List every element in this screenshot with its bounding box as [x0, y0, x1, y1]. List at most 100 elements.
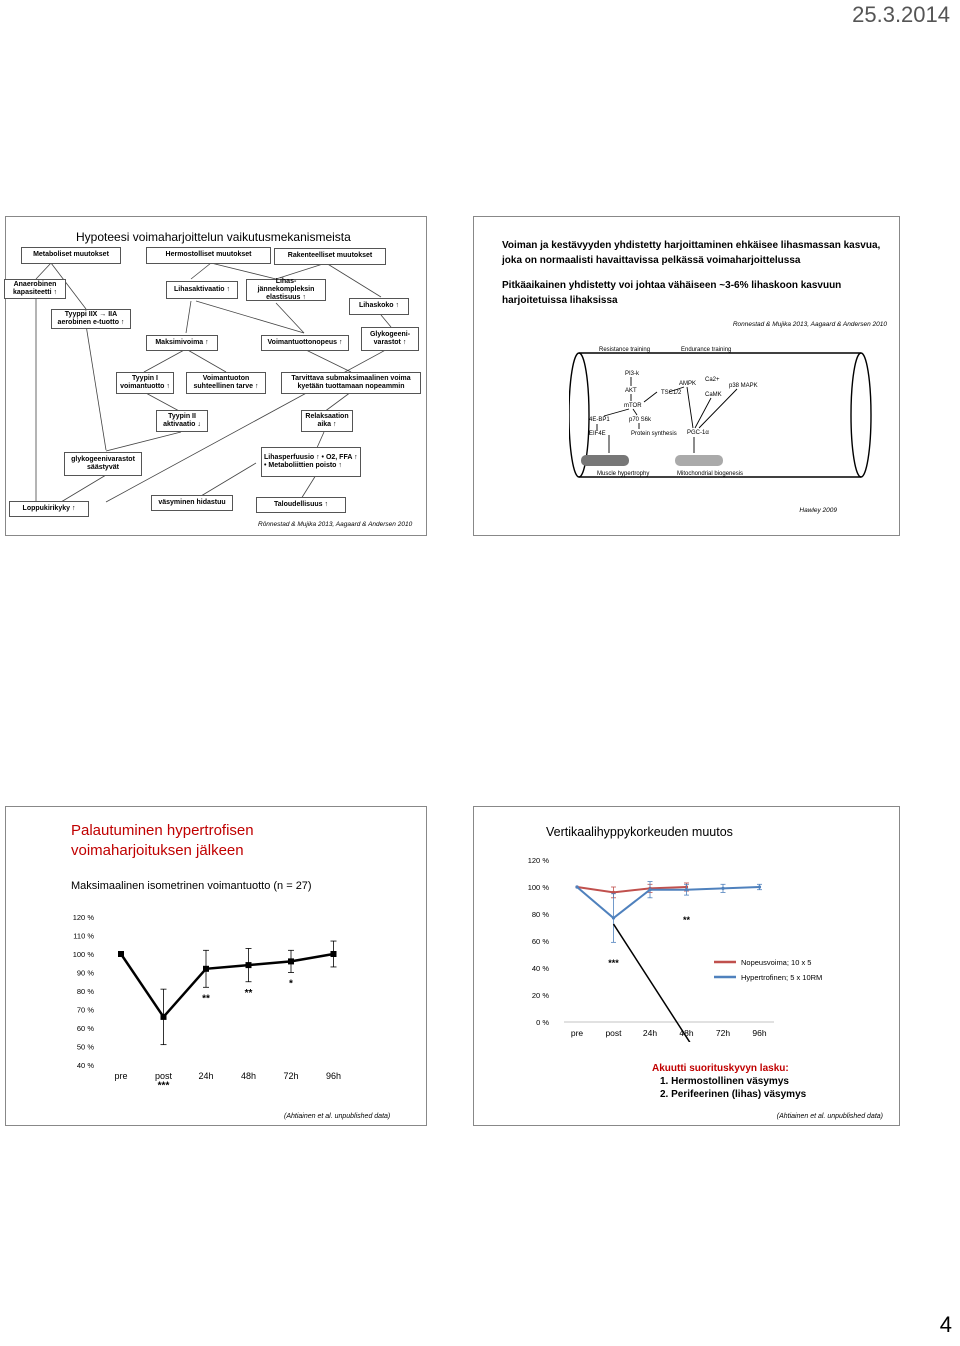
y-tick-label: 100 %	[73, 950, 95, 959]
box-lihaskoko: Lihaskoko ↑	[349, 298, 409, 315]
y-tick-label: 120 %	[73, 913, 95, 922]
slide3-reference: (Ahtiainen et al. unpublished data)	[284, 1113, 391, 1120]
data-point	[288, 958, 294, 965]
y-tick-label: 110 %	[73, 932, 94, 941]
y-tick-label: 70 %	[77, 1006, 94, 1015]
isometric-chart: 40 %50 %60 %70 %80 %90 %100 %110 %120 %p…	[73, 913, 341, 1087]
series-line	[119, 952, 334, 1019]
box-taloudellisuus: Taloudellisuus ↑	[256, 497, 346, 513]
slide4-title: Vertikaalihyppykorkeuden muutos	[546, 825, 733, 839]
note-item-1: 1. Hermostollinen väsymys	[660, 1076, 789, 1087]
data-point	[611, 916, 616, 920]
box-tyyppi: Tyyppi IIX → IIA aerobinen e-tuotto ↑	[51, 309, 131, 329]
y-tick-label: 100 %	[528, 883, 550, 892]
box-lihasaktivaatio: Lihasaktivaatio ↑	[166, 281, 238, 299]
label-pi3k: PI3-k	[625, 371, 640, 377]
slide-isometric-recovery: Palautuminen hypertrofisen voimaharjoitu…	[5, 806, 427, 1126]
slide1-connector-lines	[35, 262, 392, 503]
x-tick-label: pre	[571, 1028, 584, 1038]
label-camk: CaMK	[705, 392, 722, 398]
box-relaksaatio: Relaksaation aika ↑	[301, 410, 353, 432]
label-akt: AKT	[625, 388, 637, 394]
data-point	[648, 888, 652, 892]
box-anaerobinen: Anaerobinen kapasiteetti ↑	[4, 279, 66, 299]
slide2-title: Voiman ja kestävyyden yhdistetty harjoit…	[502, 240, 881, 266]
box-suhteellinen: Voimantuoton suhteellinen tarve ↑	[186, 372, 266, 394]
y-tick-label: 60 %	[77, 1024, 94, 1033]
data-point	[160, 1013, 167, 1020]
label-p38: p38 MAPK	[729, 383, 758, 389]
x-tick-label: 24h	[198, 1071, 213, 1081]
y-tick-label: 40 %	[77, 1061, 94, 1070]
pointer-arrow	[612, 923, 691, 1042]
box-metaboliset: Metaboliset muutokset	[21, 247, 121, 264]
data-point	[118, 951, 124, 957]
box-lihasjanne: Lihas-jännekompleksin elastisuus ↑	[246, 278, 326, 301]
slide3-title-line2: voimaharjoituksen jälkeen	[71, 842, 244, 860]
label-tsc: TSC1/2	[661, 390, 682, 396]
box-maksimivoima: Maksimivoima ↑	[146, 335, 218, 351]
y-tick-label: 120 %	[528, 856, 550, 865]
x-tick-label: 96h	[752, 1028, 766, 1038]
significance-label: **	[202, 993, 210, 1004]
label-hyper: Muscle hypertrophy	[597, 471, 649, 477]
box-tarvittava: Tarvittava submaksimaalinen voima kyetää…	[281, 372, 421, 394]
label-ca: Ca2+	[705, 377, 720, 383]
x-tick-label: 72h	[283, 1071, 298, 1081]
label-resistance: Resistance training	[599, 347, 650, 353]
data-point	[245, 962, 252, 969]
data-point	[575, 885, 579, 889]
x-tick-label: post	[605, 1028, 622, 1038]
series-line	[576, 886, 687, 894]
x-tick-label: pre	[114, 1071, 127, 1081]
y-tick-label: 20 %	[532, 991, 549, 1000]
series-line	[576, 886, 760, 920]
label-bp1: 4E-BP1	[589, 417, 610, 423]
slide2-reference: Ronnestad & Mujika 2013, Aagaard & Ander…	[732, 321, 887, 328]
significance-label: *	[289, 979, 293, 990]
box-vasyminen: väsyminen hidastuu	[151, 495, 233, 511]
slide1-reference: Rönnestad & Mujika 2013, Aagaard & Ander…	[258, 521, 413, 528]
label-endurance: Endurance training	[681, 347, 731, 353]
box-loppukiri: Loppukirikyky ↑	[9, 501, 89, 517]
y-tick-label: 80 %	[77, 987, 94, 996]
signaling-figure: Resistance training Endurance training P…	[569, 347, 872, 478]
x-tick-label: 72h	[716, 1028, 730, 1038]
label-protein: Protein synthesis	[631, 431, 677, 437]
header-date: 25.3.2014	[852, 2, 950, 27]
figure-credit: Hawley 2009	[799, 507, 837, 514]
label-mito: Mitochondrial biogenesis	[677, 471, 743, 477]
label-s6k: p70 S6k	[629, 417, 652, 423]
x-tick-label: 48h	[679, 1028, 693, 1038]
slide1-title: Hypoteesi voimaharjoittelun vaikutusmeka…	[76, 230, 351, 244]
significance-label: **	[245, 988, 253, 999]
label-pgc: PGC-1α	[687, 430, 709, 436]
legend-label: Nopeusvoima; 10 x 5	[741, 958, 811, 967]
y-tick-label: 90 %	[77, 969, 94, 978]
data-point	[684, 888, 689, 892]
label-eif: EIF4E	[589, 431, 606, 437]
slide-concurrent-training: Voiman ja kestävyyden yhdistetty harjoit…	[473, 216, 900, 536]
significance-label: ***	[158, 1081, 170, 1087]
box-glykogeeni: Glykogeeni-varastot ↑	[361, 327, 419, 351]
box-voimantuottonopeus: Voimantuottonopeus ↑	[261, 335, 349, 351]
slide3-title-line1: Palautuminen hypertrofisen	[71, 822, 254, 839]
significance-label: **	[683, 915, 691, 925]
box-lihasperfuusio: Lihasperfuusio ↑ • O2, FFA ↑ • Metabolii…	[261, 447, 361, 477]
data-point	[721, 886, 725, 890]
data-point	[330, 951, 337, 957]
y-tick-label: 0 %	[536, 1018, 549, 1027]
data-point	[757, 885, 762, 889]
box-tyypinII: Tyypin II aktivaatio ↓	[156, 410, 208, 432]
significance-label: ***	[608, 958, 619, 968]
note-title: Akuutti suorituskyvyn lasku:	[652, 1063, 789, 1074]
legend-label: Hypertrofinen; 5 x 10RM	[741, 973, 822, 982]
data-point	[203, 965, 209, 972]
slide-jump-recovery: Vertikaalihyppykorkeuden muutos 0 % 20 % 4…	[473, 806, 900, 1126]
box-glykosaastyvat: glykogeenivarastot säästyvät	[64, 452, 142, 476]
slide-hypothesis: Hypoteesi voimaharjoittelun vaikutusmeka…	[4, 216, 427, 536]
slide3-subtitle: Maksimaalinen isometrinen voimantuotto (…	[71, 880, 312, 892]
note-item-2: 2. Perifeerinen (lihas) väsymys	[660, 1089, 807, 1100]
y-tick-label: 40 %	[532, 964, 549, 973]
